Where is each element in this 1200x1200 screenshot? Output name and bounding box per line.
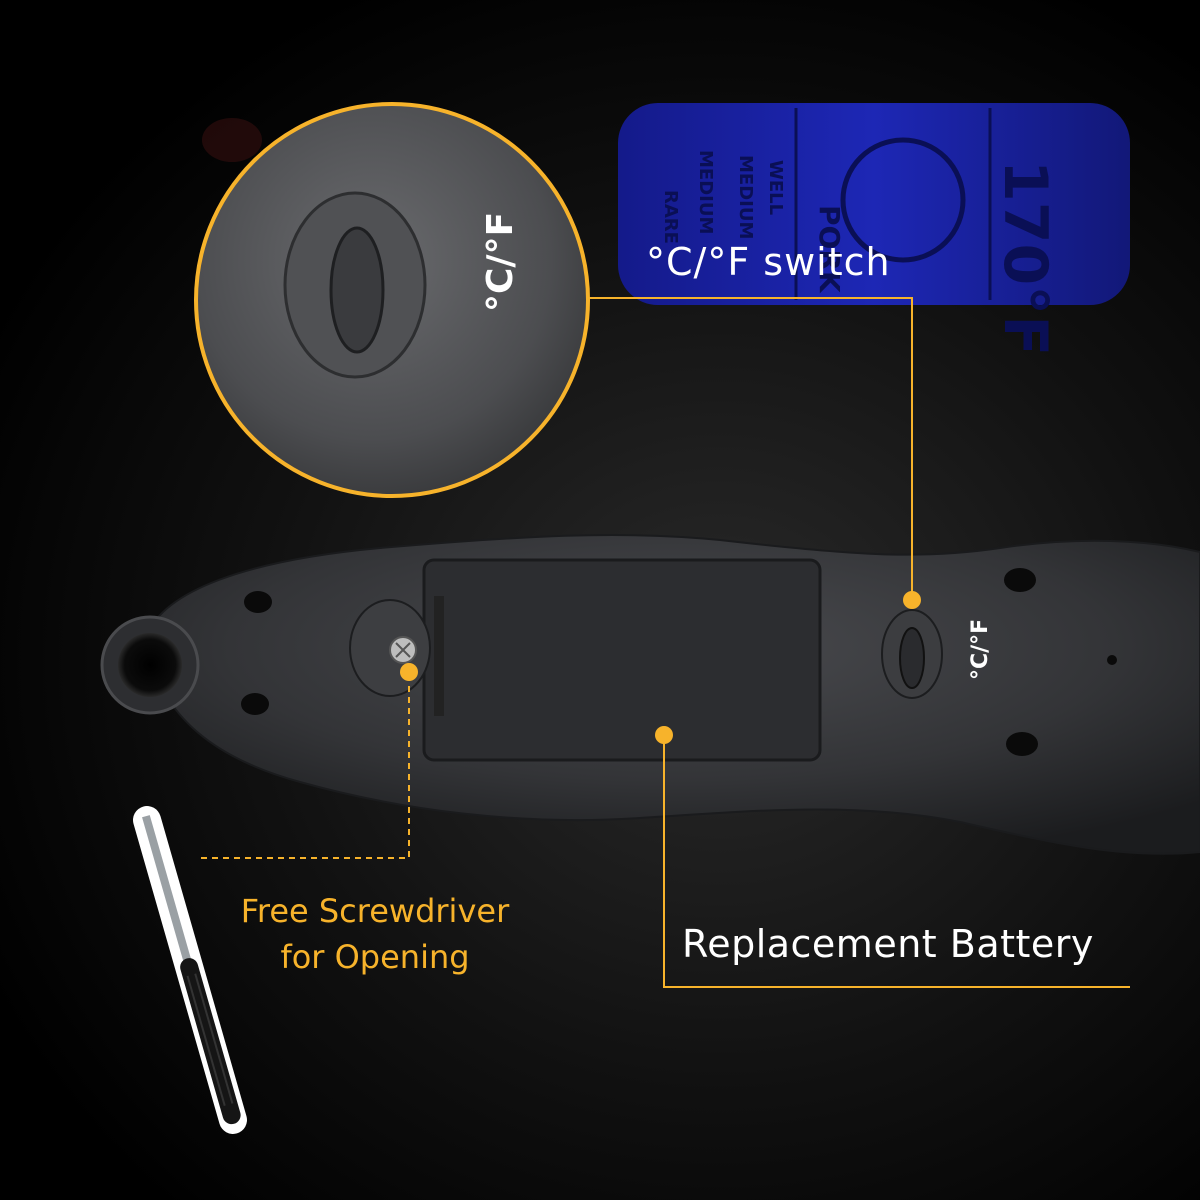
switch-callout-label: °C/°F switch (646, 240, 891, 284)
battery-door (422, 558, 822, 762)
svg-text:MEDIUM: MEDIUM (695, 150, 716, 234)
svg-text:WELL: WELL (765, 160, 786, 215)
switch-callout-dot (903, 591, 921, 609)
body-unit-marking: °C/°F (968, 618, 993, 680)
screw-callout-dot (400, 663, 418, 681)
screwdriver-label-line1: Free Screwdriver (240, 892, 510, 930)
screwdriver-icon (133, 806, 247, 1134)
callout-lines (200, 297, 1130, 988)
svg-text:MEDIUM: MEDIUM (735, 155, 756, 239)
svg-text:RARE: RARE (660, 190, 681, 244)
zoom-lens (194, 102, 590, 498)
battery-callout-label: Replacement Battery (682, 922, 1094, 966)
screwdriver-label-line2: for Opening (280, 938, 470, 976)
screwdriver-callout-label: Free Screwdriver for Opening (160, 888, 590, 980)
lcd-word-pork: PORK (813, 205, 846, 294)
lcd-reading: 170°F (990, 160, 1060, 356)
battery-callout-dot (655, 726, 673, 744)
lcd-display: PORK WELL MEDIUM MEDIUM RARE 170°F (618, 103, 1130, 356)
zoom-unit-marking: °C/°F (480, 211, 521, 312)
thermometer-body (100, 533, 1200, 855)
